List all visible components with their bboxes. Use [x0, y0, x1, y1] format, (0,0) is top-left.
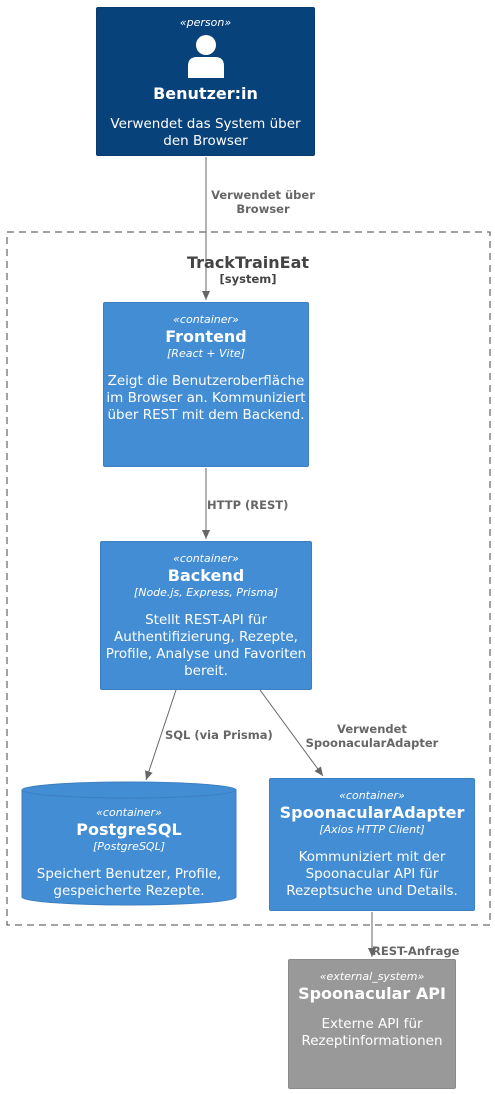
adapter-description: Kommuniziert mit der Spoonacular API für… — [286, 849, 458, 899]
relation-label-backend-adapter: Verwendet SpoonacularAdapter — [300, 722, 444, 750]
backend-title: Backend — [167, 566, 245, 585]
relation-label-backend-database: SQL (via Prisma) — [165, 728, 273, 742]
database-tech: [PostgreSQL] — [92, 840, 166, 853]
relation-text: Verwendet SpoonacularAdapter — [305, 722, 439, 750]
adapter-stereotype: «container» — [339, 789, 405, 802]
database-title: PostgreSQL — [76, 820, 182, 839]
person-benutzer: «person» Benutzer:in Verwendet das Syste… — [96, 7, 315, 156]
external-system-spoonacular-api: «external_system» Spoonacular API Extern… — [288, 959, 456, 1089]
frontend-tech: [React + Vite] — [167, 347, 245, 360]
person-title: Benutzer:in — [153, 84, 258, 103]
external-description: Externe API für Rezeptinformationen — [301, 1016, 443, 1049]
frontend-description: Zeigt die Benutzeroberfläche im Browser … — [106, 373, 306, 423]
backend-tech: [Node.js, Express, Prisma] — [133, 586, 279, 599]
person-icon — [187, 35, 224, 78]
external-title: Spoonacular API — [298, 984, 446, 1003]
boundary-title: TrackTrainEat — [186, 253, 310, 272]
frontend-stereotype: «container» — [173, 313, 239, 326]
person-description: Verwendet das System über den Browser — [110, 116, 301, 149]
backend-stereotype: «container» — [173, 552, 239, 565]
arrow-backend-database — [145, 689, 177, 781]
system-boundary — [6, 231, 491, 926]
frontend-title: Frontend — [165, 327, 247, 346]
adapter-tech: [Axios HTTP Client] — [319, 823, 425, 836]
relation-label-frontend-backend: HTTP (REST) — [207, 498, 288, 512]
database-description: Speichert Benutzer, Profile, gespeichert… — [36, 866, 222, 899]
relation-text: SQL (via Prisma) — [165, 728, 273, 742]
relation-label-adapter-external: REST-Anfrage — [372, 944, 459, 958]
container-backend: «container» Backend [Node.js, Express, P… — [100, 541, 312, 690]
relation-label-person-frontend: Verwendet über Browser — [198, 188, 328, 216]
system-boundary-label: TrackTrainEat [system] — [160, 253, 336, 286]
relation-text: REST-Anfrage — [372, 944, 460, 958]
relation-text: Verwendet über Browser — [211, 188, 315, 216]
external-stereotype: «external_system» — [319, 970, 425, 983]
database-cylinder — [21, 781, 237, 906]
container-spoonacular-adapter: «container» SpoonacularAdapter [Axios HT… — [269, 778, 475, 911]
arrow-backend-adapter — [259, 689, 324, 777]
adapter-title: SpoonacularAdapter — [279, 803, 465, 822]
boundary-subtitle: [system] — [219, 272, 277, 286]
relation-text: HTTP (REST) — [207, 498, 289, 512]
container-frontend: «container» Frontend [React + Vite] Zeig… — [103, 302, 309, 467]
backend-description: Stellt REST-API für Authentifizierung, R… — [105, 612, 307, 679]
person-stereotype: «person» — [179, 16, 232, 29]
container-database: «container» PostgreSQL [PostgreSQL] Spei… — [22, 806, 236, 900]
database-stereotype: «container» — [96, 806, 162, 819]
